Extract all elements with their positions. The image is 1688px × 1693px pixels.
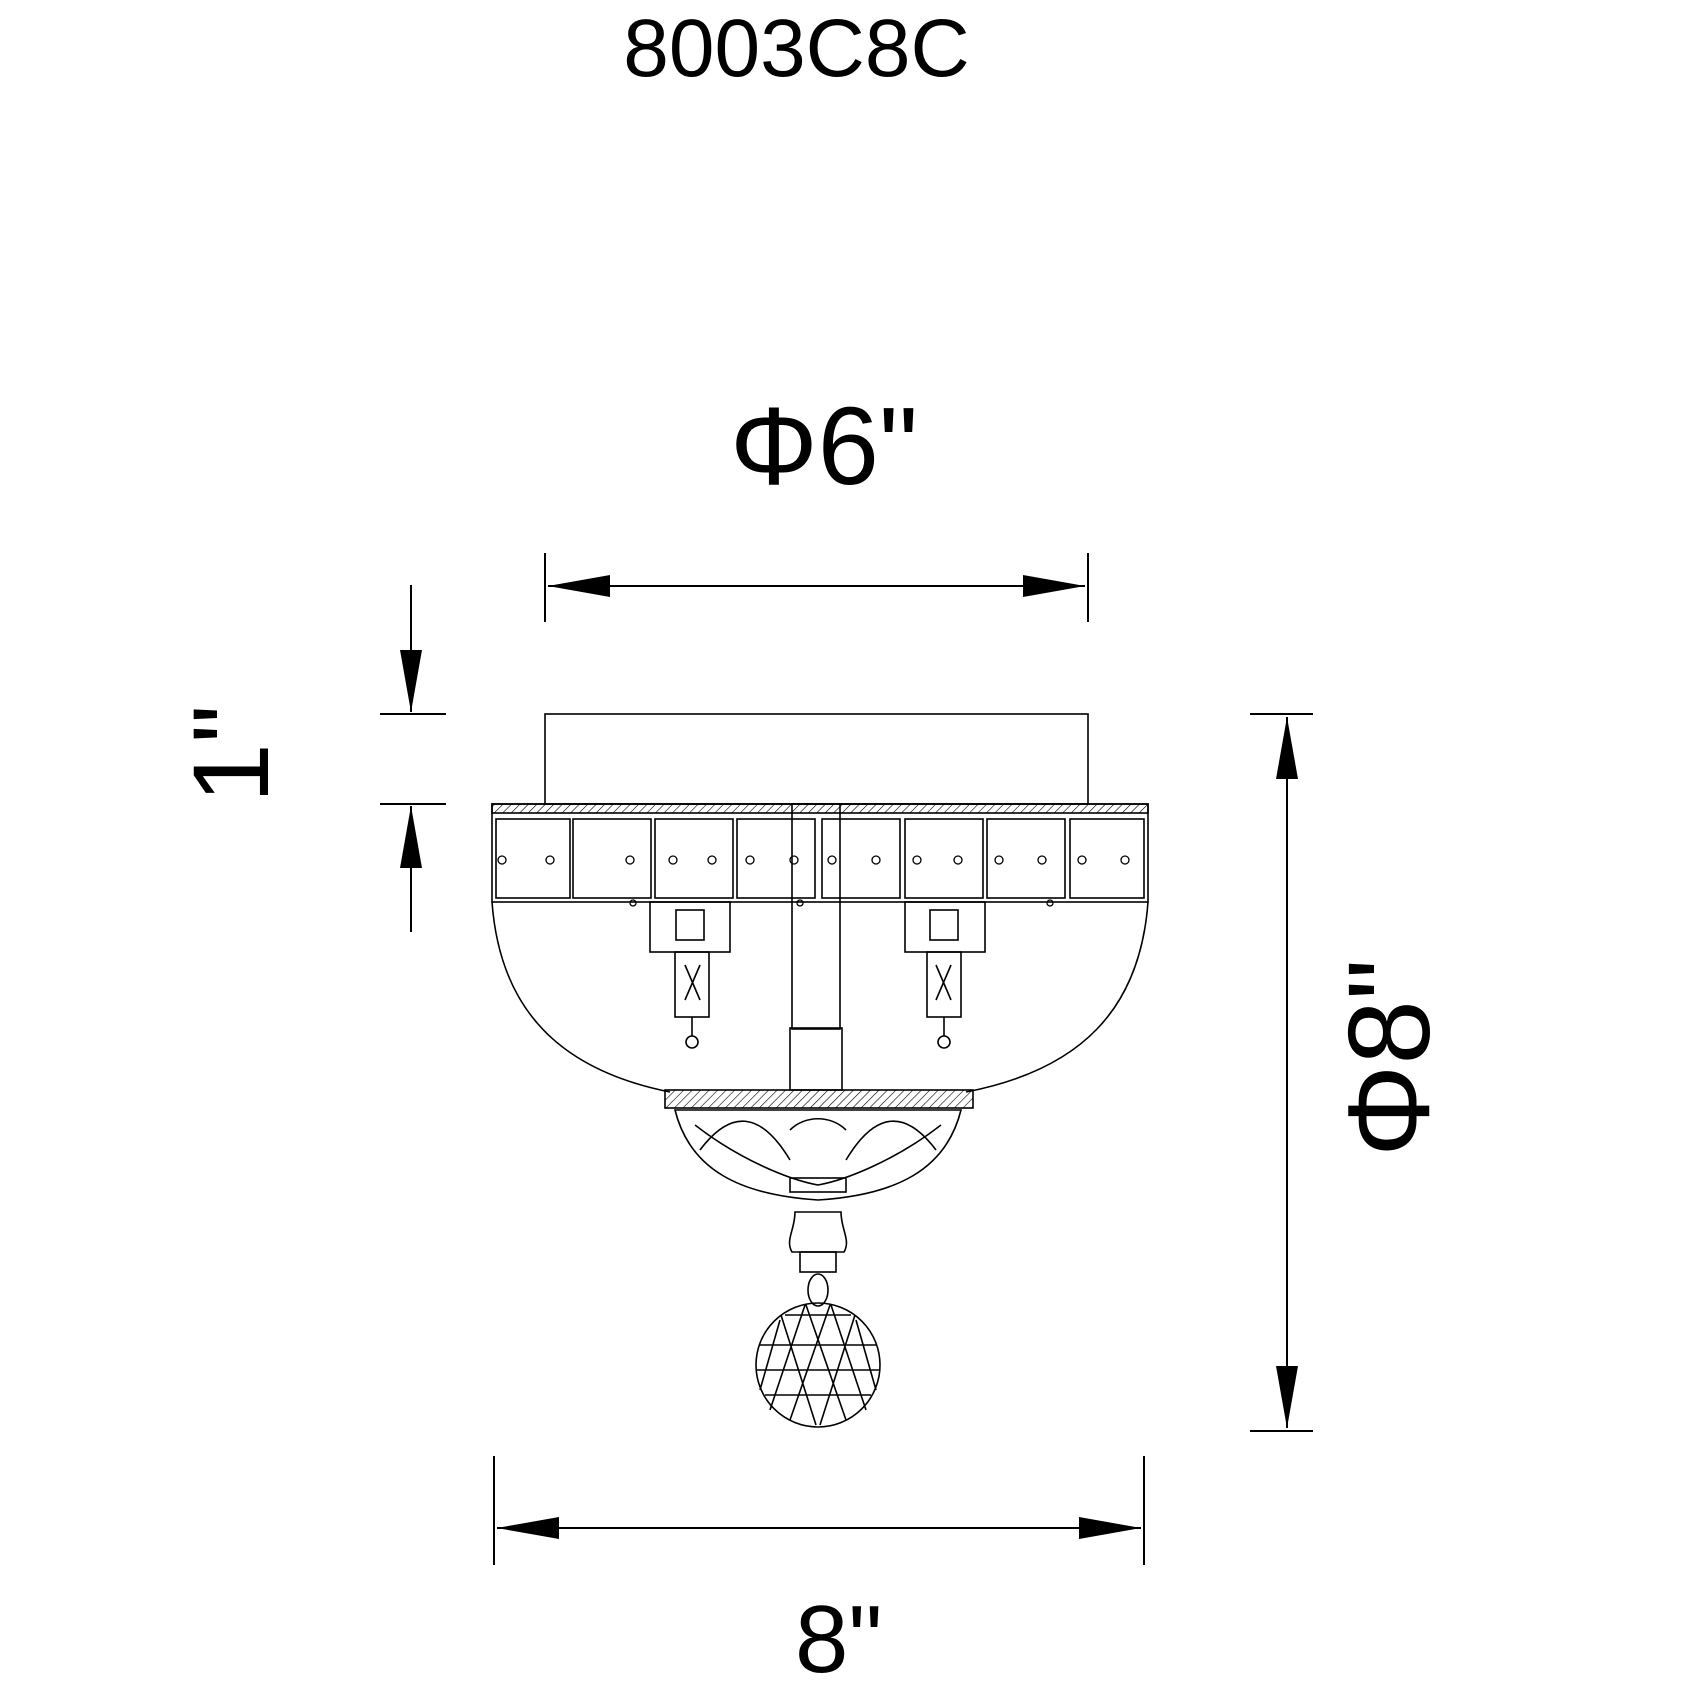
left-candle	[649, 901, 731, 1049]
bottom-plate	[664, 1089, 974, 1109]
fixture	[491, 713, 1149, 1428]
model-number: 8003C8C	[623, 3, 970, 94]
glass-bowl	[491, 901, 671, 1093]
right-candle	[904, 901, 986, 1049]
canopy-width-dimension	[544, 553, 1089, 622]
center-stem	[791, 803, 841, 1030]
overall-height-dimension	[1250, 713, 1313, 1432]
crystal-bowl	[673, 1109, 963, 1201]
crystal-ball	[755, 1302, 881, 1428]
finial	[788, 1211, 848, 1253]
crystal-panels	[495, 818, 1145, 907]
canopy-height-dimension	[380, 585, 446, 932]
overall-width-dimension	[493, 1456, 1145, 1565]
overall-diameter-label: 8"	[795, 1586, 883, 1693]
canopy	[544, 713, 1089, 805]
canopy-diameter-label: Φ6"	[730, 385, 918, 508]
